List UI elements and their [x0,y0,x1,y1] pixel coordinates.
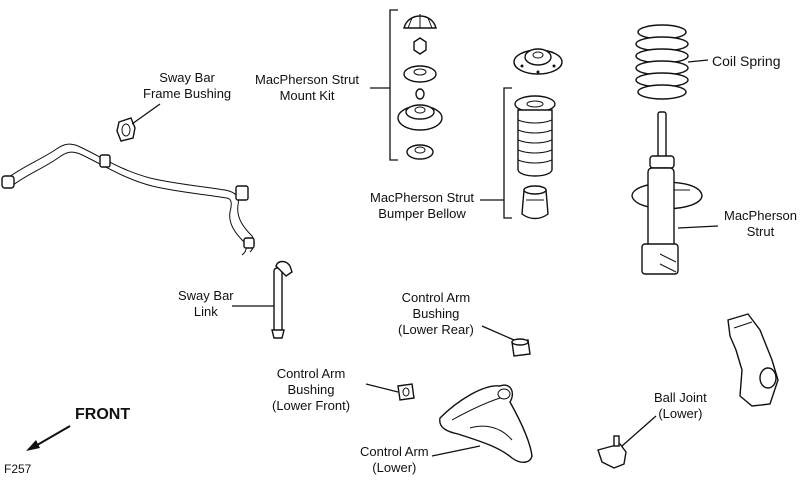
front-label: FRONT [75,406,131,423]
label-sway-bar-frame-bushing: Sway Bar Frame Bushing [143,70,232,101]
label-macpherson-strut-mount-kit: MacPherson Strut Mount Kit [255,72,360,103]
macpherson-strut-drawing [631,111,703,275]
control-arm-drawing [439,384,533,463]
bumper-bellow-drawing [514,95,556,220]
label-control-arm-lower: Control Arm (Lower) [360,444,429,475]
front-arrow [26,425,71,451]
steering-knuckle-drawing [727,313,779,407]
sway-bar-link-drawing [271,260,293,339]
mount-kit-bracket [389,9,398,161]
figure-id: F257 [4,462,32,476]
label-ball-joint-lower: Ball Joint (Lower) [654,390,707,421]
control-arm-bushing-rear-drawing [511,338,531,357]
control-arm-bushing-front-drawing [397,383,415,401]
coil-spring-drawing [635,24,689,100]
strut-mount-kit-drawing [397,14,443,160]
label-coil-spring: Coil Spring [712,53,781,69]
sway-bar-frame-bushing-drawing [116,117,136,142]
bumper-bellow-bracket [503,87,512,219]
label-sway-bar-link: Sway Bar Link [178,288,234,319]
label-control-arm-bushing-lower-front: Control Arm Bushing (Lower Front) [272,366,351,413]
sway-bar-drawing [1,143,255,256]
strut-upper-mount-drawing [513,48,563,75]
label-macpherson-strut-bumper-bellow: MacPherson Strut Bumper Bellow [370,190,475,221]
label-macpherson-strut: MacPherson Strut [724,208,797,239]
ball-joint-drawing [597,435,627,469]
label-control-arm-bushing-lower-rear: Control Arm Bushing (Lower Rear) [398,290,474,337]
leader-lines [131,59,719,457]
